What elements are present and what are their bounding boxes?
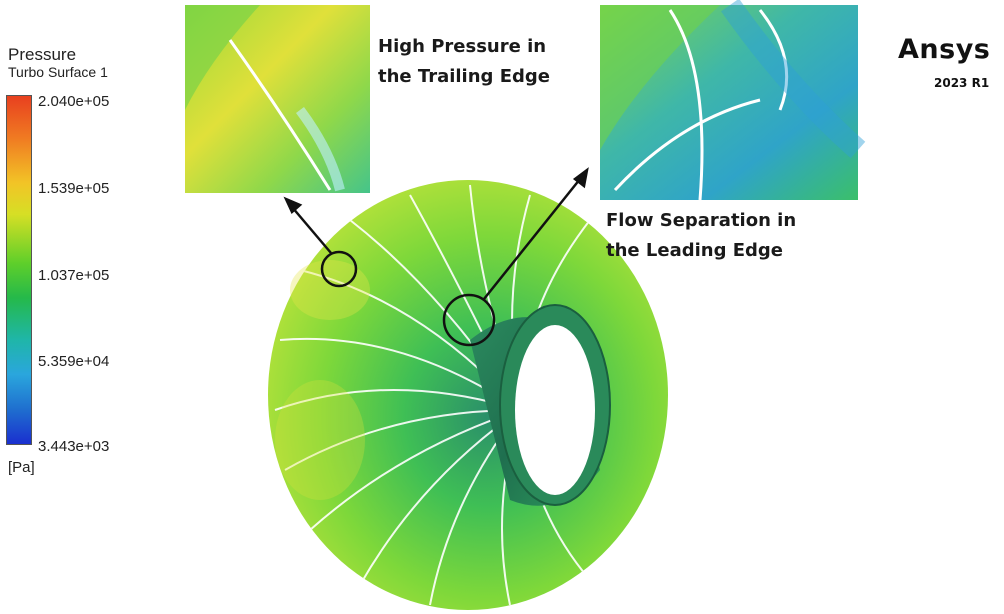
ansys-logo: Ansys (898, 34, 991, 65)
leading-edge-arrow (483, 167, 589, 300)
leading-edge-marker (442, 293, 496, 347)
pressure-colorbar (6, 95, 32, 445)
legend-unit: [Pa] (8, 459, 35, 476)
ansys-version: 2023 R1 (934, 76, 990, 90)
legend-tick-3: 1.037e+05 (38, 267, 110, 284)
trailing-edge-callout: High Pressure in the Trailing Edge (378, 32, 550, 92)
legend-title: Pressure (8, 45, 77, 64)
legend-subtitle: Turbo Surface 1 (8, 64, 108, 80)
trailing-edge-marker (320, 250, 358, 288)
trailing-callout-line2: the Trailing Edge (378, 66, 550, 87)
legend-tick-4: 5.359e+04 (38, 353, 110, 370)
leading-edge-inset (600, 0, 866, 201)
leading-edge-callout: Flow Separation in the Leading Edge (606, 206, 796, 266)
legend-tick-max: 2.040e+05 (38, 93, 110, 110)
legend-tick-min: 3.443e+03 (38, 438, 110, 455)
leading-callout-line1: Flow Separation in (606, 210, 797, 231)
trailing-edge-arrow (283, 196, 332, 254)
legend-tick-2: 1.539e+05 (38, 180, 110, 197)
leading-callout-line2: the Leading Edge (606, 240, 784, 261)
trailing-callout-line1: High Pressure in (378, 36, 547, 57)
trailing-edge-inset (185, 5, 370, 193)
impeller-hub (470, 304, 611, 506)
